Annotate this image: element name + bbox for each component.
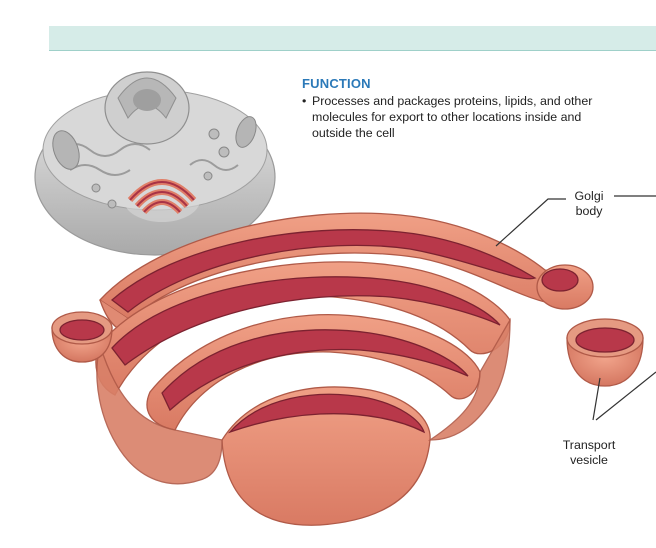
header-band-rule — [49, 50, 656, 51]
golgi-cisterna — [221, 386, 431, 526]
leader-lines — [495, 195, 656, 421]
golgi-leader — [495, 198, 566, 247]
golgi-cisterna — [95, 261, 511, 396]
function-text: Processes and packages proteins, lipids,… — [312, 94, 593, 140]
bullet-point: • — [302, 94, 307, 108]
cell-golgi-highlight — [124, 178, 200, 222]
nucleolus — [133, 89, 161, 111]
golgi-cisterna — [146, 314, 481, 431]
transport-vesicle — [566, 318, 644, 387]
golgi-stack — [95, 212, 594, 526]
cell-inset-illustration — [34, 71, 276, 256]
header-band — [49, 26, 656, 50]
function-description: • Processes and packages proteins, lipid… — [302, 93, 602, 141]
vesicle-leader-tail — [595, 371, 656, 421]
transport-vesicle-label: Transport vesicle — [562, 438, 616, 467]
vesicle-leader — [592, 377, 601, 421]
mitochondrion — [235, 116, 257, 148]
function-heading: FUNCTION — [302, 76, 371, 91]
golgi-body-label: Golgi body — [574, 189, 604, 218]
mitochondrion — [52, 130, 80, 170]
vesicle-left — [51, 311, 113, 363]
